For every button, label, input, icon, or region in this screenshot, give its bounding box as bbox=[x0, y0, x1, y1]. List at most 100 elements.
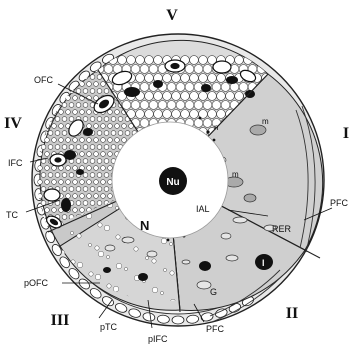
yolk-granule bbox=[87, 180, 92, 185]
yolk-vesicle bbox=[122, 101, 131, 110]
yolk-granule bbox=[59, 110, 64, 115]
yolk-granule bbox=[94, 194, 99, 199]
small-vesicle bbox=[79, 292, 82, 295]
yolk-granule bbox=[41, 187, 46, 192]
yolk-granule bbox=[94, 138, 99, 143]
small-vesicle bbox=[161, 238, 167, 244]
yolk-granule bbox=[111, 145, 116, 150]
yolk-granule bbox=[94, 166, 99, 171]
yolk-vesicle bbox=[163, 110, 172, 119]
yolk-vesicle bbox=[203, 101, 212, 110]
small-vesicle bbox=[89, 272, 93, 276]
yolk-granule bbox=[73, 96, 78, 101]
yolk-granule bbox=[69, 173, 74, 178]
yolk-granule bbox=[94, 152, 99, 157]
label-ofc: OFC bbox=[34, 75, 53, 85]
small-vesicle bbox=[113, 286, 119, 292]
yolk-vesicle bbox=[235, 92, 244, 101]
yolk-granule bbox=[90, 201, 95, 206]
yolk-vesicle bbox=[149, 65, 158, 74]
sector-label-I: I bbox=[343, 125, 349, 142]
small-vesicle bbox=[145, 256, 148, 259]
yolk-granule bbox=[55, 173, 60, 178]
small-vesicle bbox=[134, 247, 138, 251]
rim-follicle-cell bbox=[172, 316, 184, 324]
yolk-granule bbox=[108, 194, 113, 199]
sector-label-IV: IV bbox=[4, 115, 22, 132]
yolk-granule bbox=[59, 138, 64, 143]
yolk-vesicle bbox=[154, 92, 163, 101]
yolk-vesicle bbox=[190, 92, 199, 101]
yolk-granule bbox=[52, 68, 57, 73]
label-ial: IAL bbox=[196, 204, 210, 214]
yolk-vesicle bbox=[172, 92, 181, 101]
yolk-granule bbox=[76, 201, 81, 206]
yolk-granule bbox=[97, 187, 102, 192]
yolk-vesicle bbox=[131, 101, 140, 110]
yolk-granule bbox=[87, 82, 92, 87]
yolk-granule bbox=[115, 110, 120, 115]
yolk-vesicle bbox=[140, 101, 149, 110]
yolk-granule bbox=[80, 110, 85, 115]
yolk-vesicle bbox=[185, 83, 194, 92]
yolk-granule bbox=[59, 68, 64, 73]
yolk-vesicle bbox=[167, 101, 176, 110]
yolk-vesicle bbox=[145, 110, 154, 119]
label-g: G bbox=[210, 287, 217, 297]
yolk-granule bbox=[66, 194, 71, 199]
yolk-granule bbox=[69, 117, 74, 122]
yolk-granule bbox=[104, 89, 109, 94]
yolk-granule bbox=[90, 145, 95, 150]
yolk-vesicle bbox=[217, 110, 226, 119]
yolk-granule bbox=[115, 124, 120, 129]
yolk-granule bbox=[83, 159, 88, 164]
yolk-vesicle bbox=[136, 74, 145, 83]
yolk-granule bbox=[45, 208, 50, 213]
yolk-vesicle bbox=[199, 92, 208, 101]
yolk-granule bbox=[55, 145, 60, 150]
yolk-vesicle bbox=[163, 74, 172, 83]
yolk-granule bbox=[62, 117, 67, 122]
yolk-granule bbox=[125, 131, 130, 136]
label-pfc-right: PFC bbox=[330, 198, 349, 208]
yolk-granule bbox=[38, 68, 43, 73]
yolk-granule bbox=[108, 166, 113, 171]
yolk-vesicle bbox=[226, 92, 235, 101]
label-l: l bbox=[262, 258, 265, 268]
yolk-granule bbox=[83, 103, 88, 108]
small-vesicle bbox=[95, 246, 99, 250]
yolk-granule bbox=[52, 180, 57, 185]
yolk-granule bbox=[41, 201, 46, 206]
yolk-granule bbox=[108, 138, 113, 143]
yolk-granule bbox=[76, 159, 81, 164]
yolk-vesicle bbox=[199, 74, 208, 83]
yolk-granule bbox=[97, 117, 102, 122]
yolk-granule bbox=[108, 110, 113, 115]
small-vesicle bbox=[68, 283, 72, 287]
yolk-vesicle bbox=[212, 101, 221, 110]
yolk-granule bbox=[66, 110, 71, 115]
yolk-granule bbox=[122, 124, 127, 129]
yolk-vesicle bbox=[158, 101, 167, 110]
yolk-vesicle bbox=[194, 65, 203, 74]
yolk-granule bbox=[80, 138, 85, 143]
yolk-granule bbox=[62, 75, 67, 80]
yolk-vesicle bbox=[145, 74, 154, 83]
yolk-granule bbox=[83, 201, 88, 206]
yolk-granule bbox=[69, 187, 74, 192]
yolk-vesicle bbox=[154, 110, 163, 119]
small-vesicle bbox=[163, 268, 166, 271]
yolk-vesicle bbox=[163, 92, 172, 101]
yolk-vesicle bbox=[136, 56, 145, 65]
yolk-granule bbox=[80, 208, 85, 213]
yolk-granule bbox=[97, 89, 102, 94]
label-m-top: m bbox=[262, 117, 269, 126]
label-pofc: pOFC bbox=[24, 278, 49, 288]
yolk-granule bbox=[59, 124, 64, 129]
yolk-granule bbox=[73, 138, 78, 143]
label-ptc: pTC bbox=[100, 322, 118, 332]
yolk-granule bbox=[118, 131, 123, 136]
yolk-granule bbox=[76, 145, 81, 150]
yolk-granule bbox=[73, 166, 78, 171]
